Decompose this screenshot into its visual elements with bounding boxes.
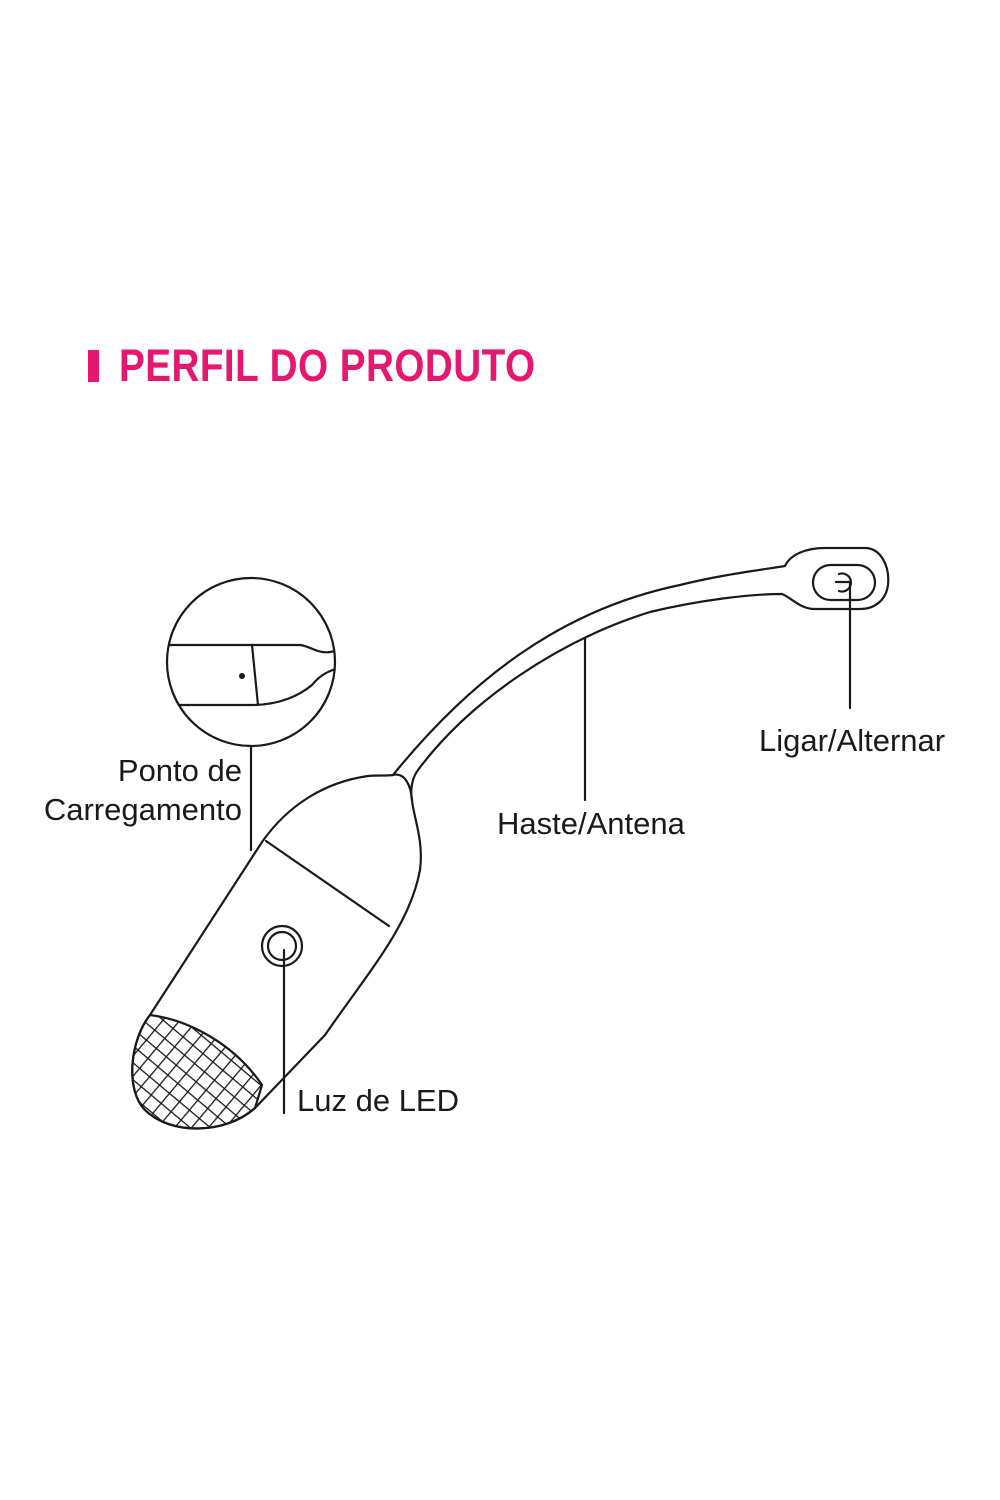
- page-title: PERFIL DO PRODUTO: [119, 340, 536, 391]
- label-power: Ligar/Alternar: [759, 723, 946, 758]
- led-light-inner: [266, 930, 298, 962]
- antenna-stem: [391, 546, 890, 802]
- accent-bar: [88, 350, 99, 382]
- charging-port-icon: [239, 673, 245, 679]
- label-led: Luz de LED: [297, 1083, 459, 1118]
- power-icon: [834, 572, 853, 593]
- mesh-tip: [131, 1013, 264, 1130]
- led-light-outer: [260, 924, 304, 968]
- header: PERFIL DO PRODUTO: [88, 340, 603, 392]
- charging-zoom-detail: [167, 643, 335, 707]
- charging-zoom-circle: [165, 576, 337, 748]
- power-button: [811, 563, 877, 602]
- label-charging-line2: Carregamento: [43, 792, 242, 827]
- label-charging-line1: Ponto de: [117, 753, 242, 788]
- body-seam: [264, 839, 391, 928]
- label-antenna: Haste/Antena: [497, 806, 685, 841]
